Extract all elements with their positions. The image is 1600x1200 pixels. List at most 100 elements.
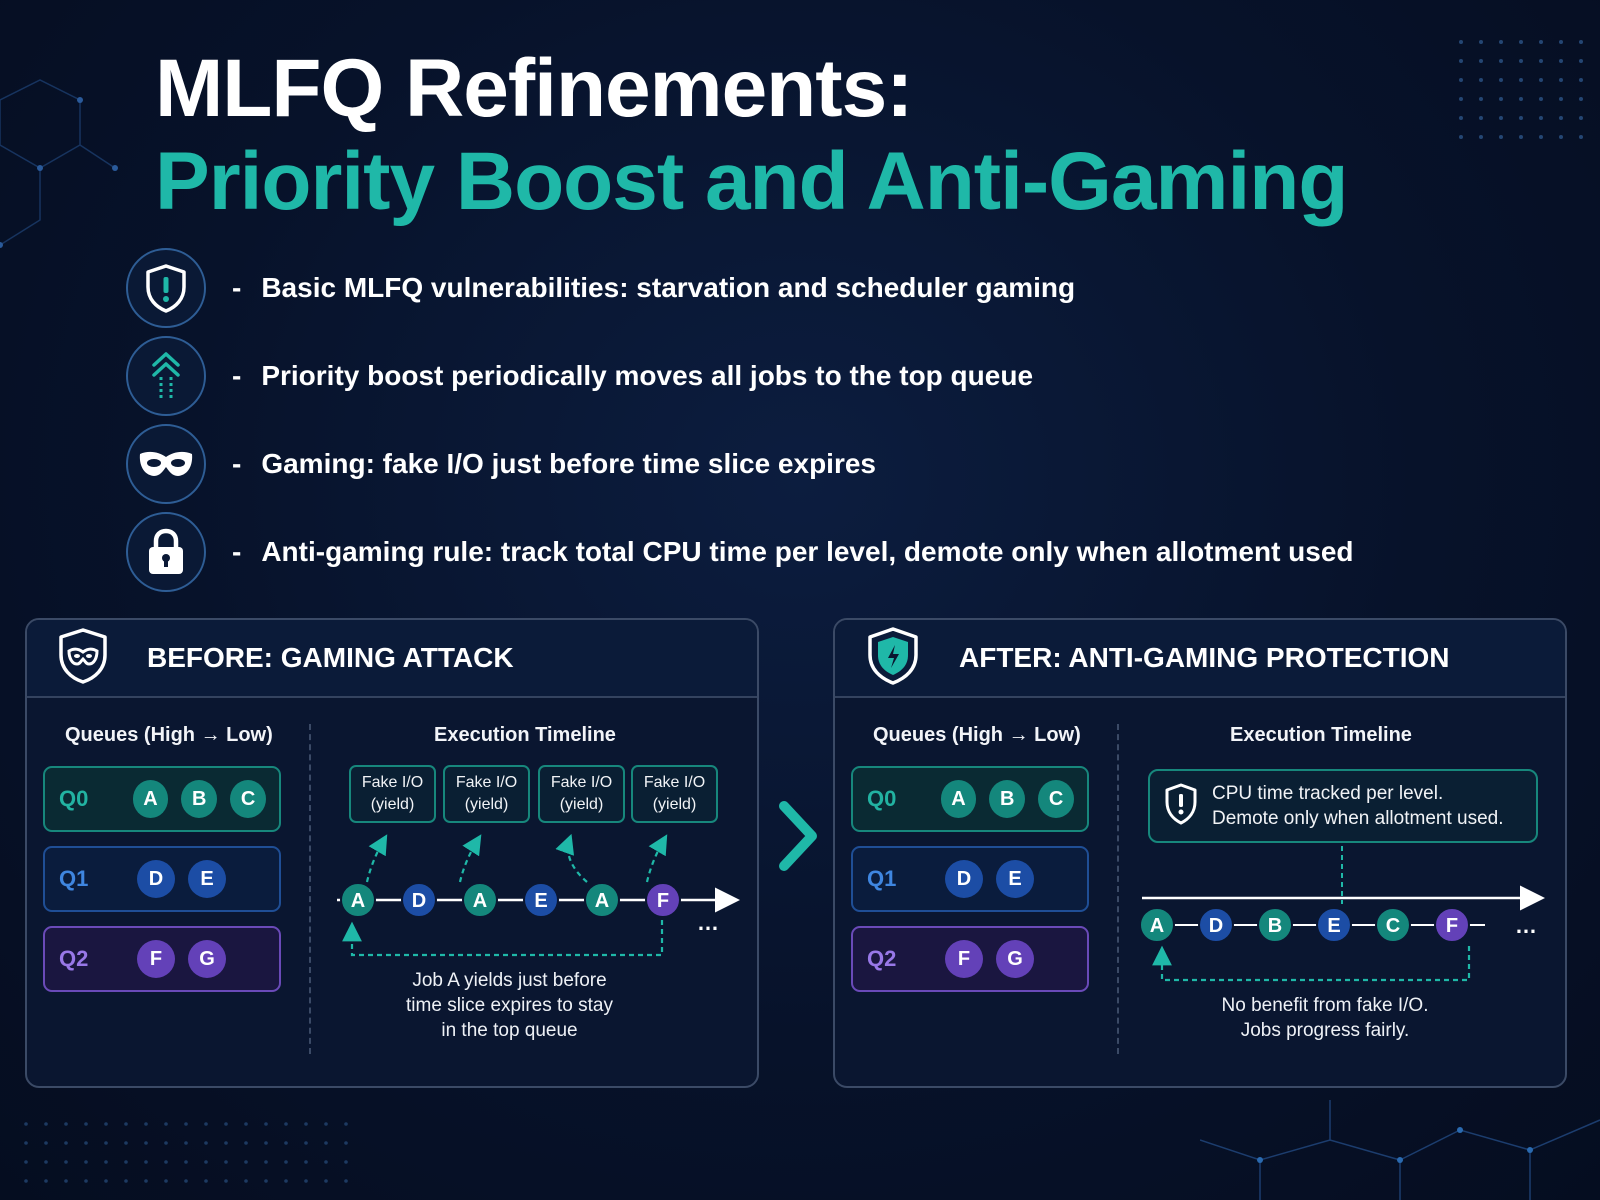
caption-line: time slice expires to stay xyxy=(406,995,613,1016)
fake-io-box: Fake I/O(yield) xyxy=(631,765,718,823)
queue-label: Q1 xyxy=(867,866,897,891)
bullet-text: Basic MLFQ vulnerabilities: starvation a… xyxy=(261,272,1076,303)
job-node: B xyxy=(989,780,1026,818)
job-node: E xyxy=(188,860,226,898)
yield-arrow xyxy=(365,834,388,883)
bullet-dash: - xyxy=(232,448,242,479)
timeline-node-label: F xyxy=(1446,915,1458,937)
timeline-node-label: F xyxy=(657,890,669,912)
return-loop-arrow xyxy=(342,920,664,957)
job-node: D xyxy=(945,860,983,898)
timeline-ellipsis: … xyxy=(1515,913,1537,938)
timeline-node xyxy=(1139,907,1175,943)
job-node: A xyxy=(940,780,977,818)
shield-alert-icon xyxy=(126,248,206,328)
dot-grid-decoration-topright xyxy=(1459,40,1583,139)
hex-network-decoration-bottomright xyxy=(1200,1100,1600,1200)
fake-io-box: Fake I/O (yield) xyxy=(443,765,530,823)
timeline-node xyxy=(645,882,681,918)
column-divider xyxy=(309,724,311,1054)
lock-icon xyxy=(126,512,206,592)
job-node: B xyxy=(181,780,218,818)
timeline-node xyxy=(523,882,559,918)
job-node: C xyxy=(1038,780,1075,818)
queues-title: Queues (High → Low) xyxy=(873,724,1081,746)
queue-q0: Q0 A B C xyxy=(43,766,281,832)
before-panel-header: BEFORE: GAMING ATTACK xyxy=(27,620,757,698)
timeline-node-label: A xyxy=(1150,915,1164,937)
after-caption: No benefit from fake I/O. Jobs progress … xyxy=(1160,993,1490,1043)
caption-line: Job A yields just before xyxy=(412,970,607,991)
dot-grid-decoration-bottomleft xyxy=(24,1122,348,1183)
job-node: E xyxy=(996,860,1034,898)
after-panel-title: AFTER: ANTI-GAMING PROTECTION xyxy=(959,642,1450,673)
note-line: CPU time tracked per level. xyxy=(1212,783,1444,804)
caption-line: No benefit from fake I/O. xyxy=(1221,995,1429,1016)
timeline-node xyxy=(1434,907,1470,943)
fake-io-sublabel: (yield) xyxy=(652,796,697,813)
timeline-node xyxy=(340,882,376,918)
queue-label: Q0 xyxy=(59,786,89,811)
timeline-node-label: D xyxy=(412,890,426,912)
yield-arrow xyxy=(458,834,482,883)
job-node: F xyxy=(137,940,175,978)
page-title-line2: Priority Boost and Anti-Gaming xyxy=(155,136,1348,227)
timeline-node xyxy=(1257,907,1293,943)
cpu-tracking-note: CPU time tracked per level. Demote only … xyxy=(1148,769,1538,843)
shield-alert-icon xyxy=(1164,783,1198,830)
timeline-title: Execution Timeline xyxy=(434,724,616,746)
shield-check-icon xyxy=(865,626,921,691)
caption-line: in the top queue xyxy=(441,1020,578,1041)
queue-label: Q2 xyxy=(59,946,89,971)
hex-network-decoration-topleft xyxy=(0,79,118,248)
job-node: D xyxy=(137,860,175,898)
bullet-item: - Anti-gaming rule: track total CPU time… xyxy=(126,508,1426,596)
job-node: F xyxy=(945,940,983,978)
queue-label: Q2 xyxy=(867,946,897,971)
job-node: A xyxy=(132,780,169,818)
timeline-node-label: A xyxy=(473,890,487,912)
fake-io-label: Fake I/O xyxy=(550,774,613,791)
queue-q1: Q1 D E xyxy=(43,846,281,912)
bullet-item: - Basic MLFQ vulnerabilities: starvation… xyxy=(126,244,1426,332)
timeline-node-label: A xyxy=(595,890,609,912)
bullet-dash: - xyxy=(232,360,242,391)
timeline-node-label: E xyxy=(1327,915,1340,937)
bullet-dash: - xyxy=(232,536,242,567)
queue-label: Q1 xyxy=(59,866,89,891)
bullet-text: Anti-gaming rule: track total CPU time p… xyxy=(261,536,1354,567)
before-panel: BEFORE: GAMING ATTACK Queues (High → Low… xyxy=(25,618,759,1088)
timeline-node xyxy=(1316,907,1352,943)
queue-q1: Q1 D E xyxy=(851,846,1089,912)
timeline-node xyxy=(584,882,620,918)
shield-mask-icon xyxy=(57,627,109,690)
bullet-dash: - xyxy=(232,272,242,303)
job-node: C xyxy=(230,780,267,818)
caption-line: Jobs progress fairly. xyxy=(1240,1020,1410,1041)
chevron-right-icon xyxy=(779,801,817,871)
bullet-item: - Gaming: fake I/O just before time slic… xyxy=(126,420,1426,508)
timeline-node-label: D xyxy=(1209,915,1223,937)
fake-io-box: Fake I/O(yield) xyxy=(349,765,436,823)
column-divider xyxy=(1117,724,1119,1054)
timeline-ellipsis: … xyxy=(697,910,719,935)
job-node: G xyxy=(188,940,226,978)
after-panel-header: AFTER: ANTI-GAMING PROTECTION xyxy=(835,620,1565,698)
job-node: G xyxy=(996,940,1034,978)
timeline-node xyxy=(401,882,437,918)
queue-q0: Q0 A B C xyxy=(851,766,1089,832)
queue-q2: Q2 F G xyxy=(851,926,1089,992)
fake-io-sublabel: (yield) xyxy=(464,796,509,813)
bullet-text: Gaming: fake I/O just before time slice … xyxy=(261,448,876,479)
fake-io-sublabel: (yield) xyxy=(559,796,604,813)
timeline-node-label: E xyxy=(534,890,547,912)
timeline-title: Execution Timeline xyxy=(1230,724,1412,746)
before-panel-title: BEFORE: GAMING ATTACK xyxy=(147,642,514,673)
fake-io-label: Fake I/O xyxy=(361,774,424,791)
return-loop-arrow xyxy=(1152,945,1471,982)
fake-io-label: Fake I/O xyxy=(455,774,518,791)
before-caption: Job A yields just before time slice expi… xyxy=(357,968,662,1043)
priority-boost-arrows-icon xyxy=(126,336,206,416)
